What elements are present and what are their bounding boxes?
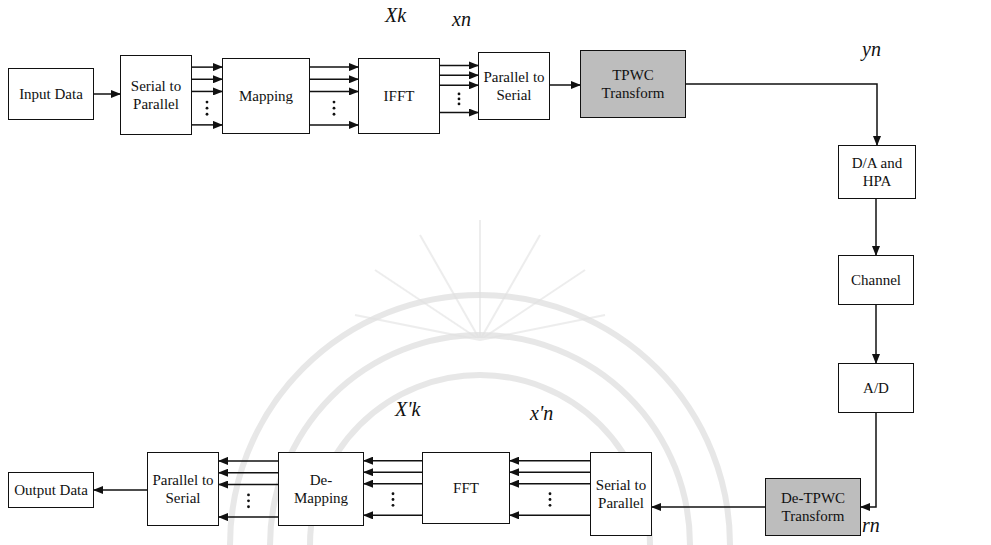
process-box: Mapping [222,58,310,134]
box-text: Parallel to Serial [152,471,214,507]
box-text: Serial to Parallel [125,77,187,113]
signal-arrow [686,84,877,145]
signal-label: yn [862,38,881,61]
signal-arrow [219,461,278,517]
signal-label: rn [862,514,880,537]
box-text: TPWC Transform [585,66,681,102]
transform-box: TPWC Transform [580,50,686,118]
signal-label: x'n [530,402,553,425]
transform-box: De-TPWC Transform [765,478,861,536]
process-box: Input Data [8,68,94,120]
signal-arrow [94,94,120,95]
box-text: A/D [863,379,889,397]
signal-arrow [861,413,876,507]
signal-arrow [440,65,478,112]
process-box: De-Mapping [278,452,364,526]
process-box: Output Data [8,472,94,508]
box-text: De-Mapping [283,471,359,507]
signal-arrow [652,507,765,508]
process-box: Parallel to Serial [147,452,219,526]
process-box: A/D [838,363,914,413]
signal-label: xn [452,8,471,31]
process-box: IFFT [358,58,440,134]
box-text: D/A and HPA [843,154,911,190]
process-box: Serial to Parallel [120,55,192,135]
box-text: Output Data [14,481,88,499]
signal-arrow [94,490,147,491]
signal-arrow [550,85,580,86]
box-text: Mapping [239,87,293,105]
signal-arrow [192,67,222,125]
box-text: Serial to Parallel [595,476,647,512]
box-text: Parallel to Serial [483,68,545,104]
box-text: IFFT [384,87,415,105]
box-text: De-TPWC Transform [770,489,856,525]
signal-arrow [364,461,422,516]
signal-arrow [876,199,877,255]
signal-label: Xk [385,4,406,27]
process-box: Channel [838,255,914,305]
signal-label: X'k [395,398,420,421]
process-box: Parallel to Serial [478,52,550,120]
process-box: Serial to Parallel [590,452,652,536]
box-text: FFT [453,479,479,497]
process-box: D/A and HPA [838,145,916,199]
signal-arrow [310,67,358,125]
signal-arrow [510,461,590,516]
box-text: Channel [851,271,901,289]
signal-arrow [876,305,877,363]
box-text: Input Data [19,85,83,103]
process-box: FFT [422,452,510,524]
